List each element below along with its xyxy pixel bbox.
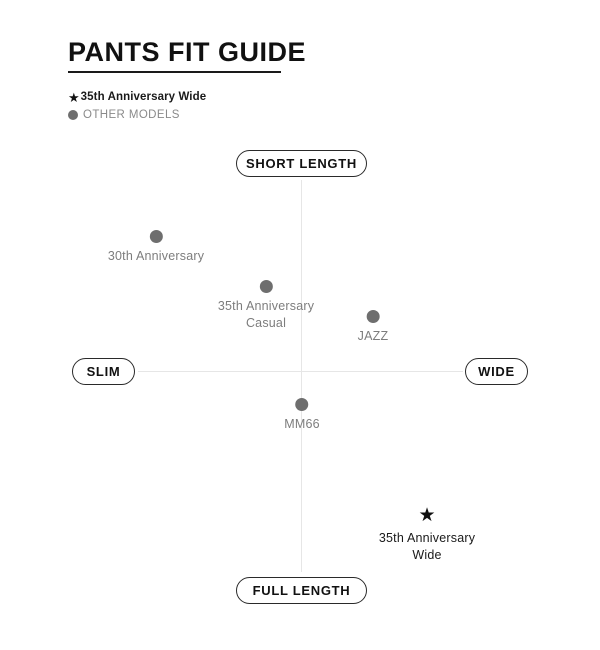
plot-point-mm66: MM66 <box>284 398 320 433</box>
legend-item-other-models: OTHER MODELS <box>68 107 206 123</box>
plot-point-label: 35th Anniversary <box>217 299 315 313</box>
title-underline-rule <box>68 71 281 74</box>
page-title: PANTS FIT GUIDE <box>68 37 307 67</box>
circle-marker-icon <box>259 280 273 293</box>
plot-point-label: Wide <box>412 547 442 562</box>
plot-point-label: 30th Anniversary <box>107 249 205 263</box>
axis-label-short-length: SHORT LENGTH <box>236 150 367 177</box>
circle-marker-icon <box>366 310 380 323</box>
legend-item-label: 35th Anniversary Wide <box>80 91 207 103</box>
star-icon: ★ <box>418 505 436 526</box>
circle-marker-icon <box>149 230 163 243</box>
axis-label-slim: SLIM <box>72 358 135 385</box>
plot-point-label: Casual <box>245 315 287 330</box>
header: PANTS FIT GUIDE <box>68 37 398 74</box>
vertical-axis-line <box>301 180 302 572</box>
plot-point-label: 35th Anniversary <box>378 531 476 545</box>
plot-point-jazz: JAZZ <box>358 310 389 345</box>
circle-marker-icon <box>68 110 78 120</box>
legend: ★ 35th Anniversary Wide OTHER MODELS <box>68 89 206 125</box>
plot-point-30th-anniversary: 30th Anniversary <box>108 230 204 265</box>
circle-marker-icon <box>295 398 309 411</box>
legend-item-label: OTHER MODELS <box>83 109 180 121</box>
star-icon: ★ <box>68 89 80 105</box>
axis-label-wide: WIDE <box>465 358 528 385</box>
legend-item-featured: ★ 35th Anniversary Wide <box>68 89 206 105</box>
horizontal-axis-line <box>138 371 463 372</box>
plot-point-label: MM66 <box>284 417 320 431</box>
axis-label-full-length: FULL LENGTH <box>236 577 367 604</box>
plot-point-label: JAZZ <box>357 329 389 343</box>
